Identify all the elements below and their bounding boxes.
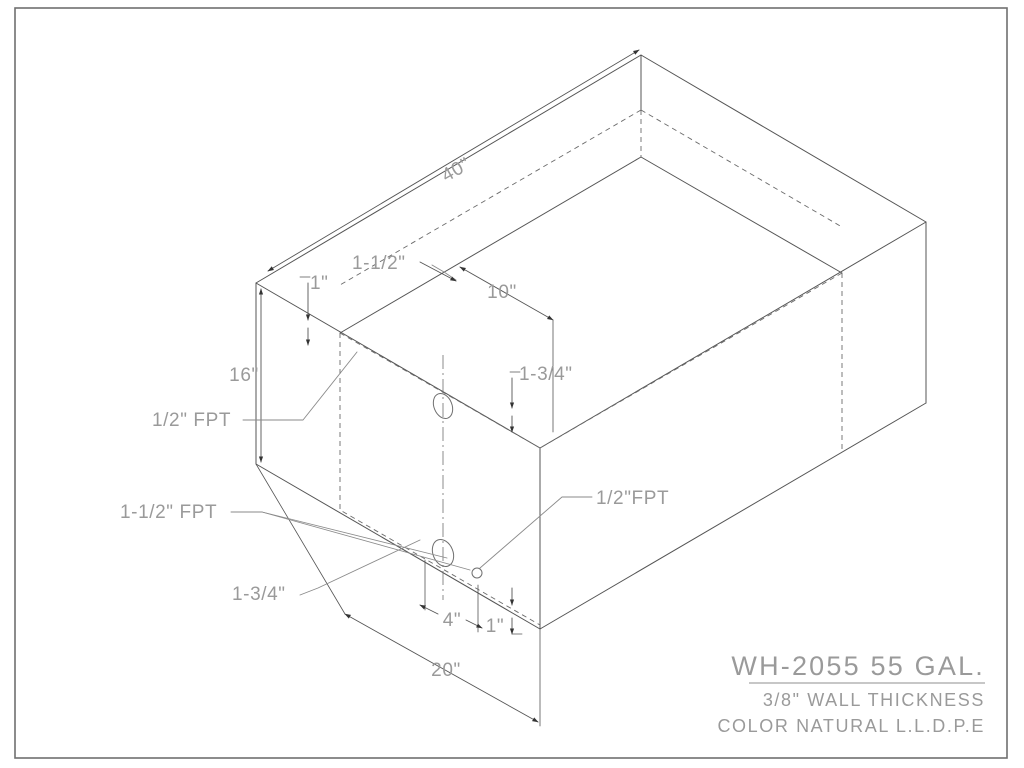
dimension-label-1-bottom: 1" [486,616,505,637]
extension-line-20-left [255,463,346,615]
dimension-line-1-1-2 [419,261,457,282]
dimension-label-40: 40" [438,154,474,187]
dimension-label-1-3-4-lower: 1-3/4" [232,584,286,605]
dimension-width-20: 20" [255,463,541,727]
upper-port-fitting [432,392,454,420]
dimension-label-20: 20" [431,660,461,681]
dimension-line-10 [459,266,554,321]
tank-bottom-outline [255,402,927,630]
leader-upper-port [242,351,358,421]
dimension-lip-1-top: 1" [299,273,329,346]
dimension-label-1-3-4-right: 1-3/4" [519,364,573,385]
tank-interior-floor-left [339,333,541,626]
leader-1-3-4-lower [299,539,421,596]
dimension-port-depth-1-3-4: 1-3/4" [509,364,573,433]
dimension-label-4: 4" [443,610,462,631]
right-port-fitting [471,567,483,579]
title-block-model: WH-2055 55 GAL. [731,651,985,681]
tank-top-rim-outer [255,54,927,449]
annotation-label-upper-port: 1/2" FPT [152,410,231,431]
dimension-bottom-4: 4" [419,559,483,633]
tank-top-rim-inner-left [339,332,541,449]
dimension-height-16: 16" [229,288,264,463]
lower-port-fitting [431,538,455,568]
dimension-lip-1-bottom: 1" [486,587,523,637]
drawing-border-frame [14,7,1008,759]
tank-body [255,54,927,630]
title-block-wall-thickness: 3/8" WALL THICKNESS [763,690,985,710]
leader-lower-port-a [230,511,471,571]
leader-right-port [479,496,593,569]
dimension-label-1-top: 1" [310,273,329,294]
tank-top-rim-inner-right [539,272,843,449]
dimension-port-offset-10: 10" [459,266,554,433]
dimension-lower-offset-1-3-4: 1-3/4" [232,539,421,605]
leader-lower-port-b [261,511,448,559]
dimension-line-20 [344,613,539,723]
annotation-label-right-port: 1/2"FPT [596,488,669,509]
dimension-line-4-left [419,604,439,615]
dimension-line-4-right [465,619,483,629]
dimension-label-1-1-2: 1-1/2" [352,253,406,274]
dimension-label-16: 16" [229,365,259,386]
annotation-right-port: 1/2"FPT [479,488,669,569]
title-block: WH-2055 55 GAL. 3/8" WALL THICKNESS COLO… [717,651,985,736]
tank-interior-wall-right [640,109,843,228]
title-block-material: COLOR NATURAL L.L.D.P.E [717,716,985,736]
annotation-lower-port: 1-1/2" FPT [120,502,471,571]
dimension-flange-1-1-2: 1-1/2" [352,253,457,282]
annotation-label-lower-port: 1-1/2" FPT [120,502,217,523]
tank-fittings [431,355,483,600]
dimension-line-40 [267,49,640,272]
dimension-label-10: 10" [487,282,517,303]
annotation-upper-port: 1/2" FPT [152,351,358,431]
dimension-length-40: 40" [267,49,640,272]
